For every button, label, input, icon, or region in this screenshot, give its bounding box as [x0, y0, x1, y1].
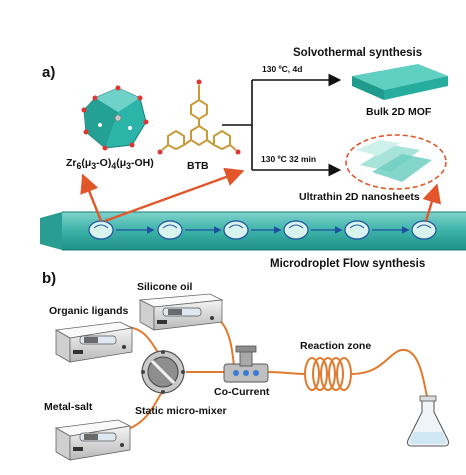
- nanosheets-icon: [356, 140, 432, 182]
- syringe-pump-organic-ligands: [54, 321, 134, 363]
- microdroplet-title: Microdroplet Flow synthesis: [270, 258, 426, 270]
- panel-a-label: a): [42, 64, 56, 81]
- red-arrows: [80, 167, 442, 223]
- btb-oxygen-atom: [196, 79, 202, 85]
- reaction-coil: [304, 357, 352, 391]
- organic-ligands-label: Organic ligands: [49, 305, 129, 317]
- droplet-row: [88, 220, 437, 240]
- co-current-junction: [223, 345, 269, 383]
- syringe-pump-metal-salt: [54, 419, 132, 461]
- collection-flask-icon: [407, 395, 449, 447]
- panel-b-label: b): [42, 270, 57, 287]
- btb-oxygen-atom: [235, 149, 241, 155]
- zr-cluster-label: Zr6(μ3-O)4(μ3-OH): [66, 157, 154, 172]
- silicone-oil-label: Silicone oil: [137, 281, 193, 293]
- nanosheets-label: Ultrathin 2D nanosheets: [299, 191, 420, 203]
- btb-label: BTB: [187, 160, 209, 172]
- static-micro-mixer: [141, 350, 185, 394]
- btb-oxygen-atom: [157, 149, 163, 155]
- bulk-mof-slab: [352, 64, 448, 100]
- bulk-mof-label: Bulk 2D MOF: [366, 106, 432, 118]
- droplet: [223, 220, 249, 240]
- condition-bulk: 130 ºC, 4d: [262, 64, 303, 74]
- solvothermal-title: Solvothermal synthesis: [293, 47, 423, 59]
- reaction-zone-label: Reaction zone: [300, 340, 372, 352]
- zr-cluster-icon: [81, 85, 149, 151]
- btb-molecule-icon: [161, 85, 237, 151]
- syringe-pump-silicone-oil: [138, 293, 224, 331]
- droplet: [344, 220, 370, 240]
- droplet: [411, 220, 437, 240]
- static-mixer-label: Static micro-mixer: [135, 405, 227, 417]
- droplet: [88, 220, 114, 240]
- droplet: [283, 220, 309, 240]
- nanosheet-highlight-circle: [345, 134, 447, 190]
- metal-salt-label: Metal-salt: [44, 401, 93, 413]
- condition-flow: 130 ºC 32 min: [261, 154, 317, 164]
- droplet: [157, 220, 183, 240]
- co-current-label: Co-Current: [214, 386, 270, 398]
- branch-arrows: [222, 73, 342, 177]
